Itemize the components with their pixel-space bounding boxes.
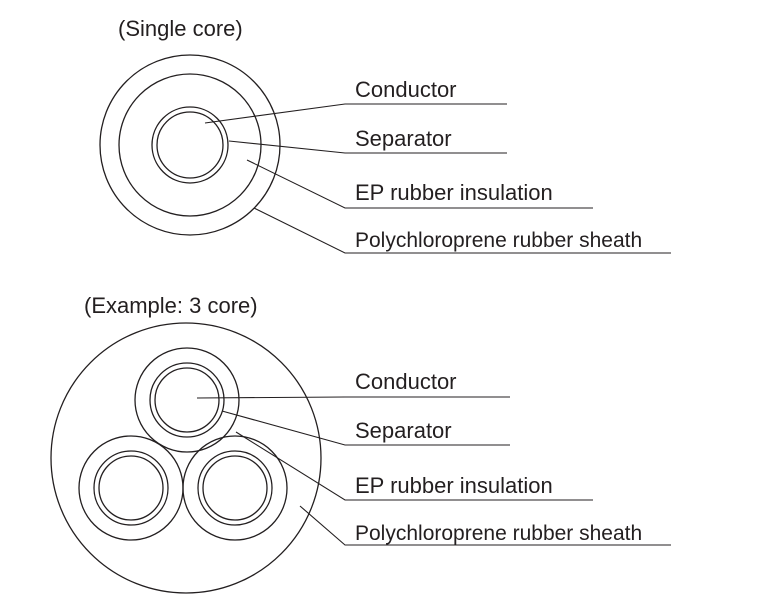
single-insulation-label: EP rubber insulation [355, 180, 553, 205]
three-core-top-conductor [154, 367, 220, 433]
three-core-title: (Example: 3 core) [84, 293, 258, 318]
single-separator-outline [151, 106, 229, 184]
three-core-right-conductor [202, 455, 268, 521]
three-core-top-separator [149, 362, 225, 438]
three-conductor-label: Conductor [355, 369, 457, 394]
single-sheath-leader [253, 207, 671, 254]
three-core-right-insulation [182, 435, 288, 541]
three-separator-label: Separator [355, 418, 452, 443]
three-sheath-outline [50, 322, 322, 594]
single-insulation-leader [246, 159, 593, 209]
single-conductor-outline [156, 111, 224, 179]
single-conductor-label: Conductor [355, 77, 457, 102]
three-core-left-conductor [98, 455, 164, 521]
single-core-title: (Single core) [118, 16, 243, 41]
single-separator-label: Separator [355, 126, 452, 151]
three-sheath-leader [299, 505, 671, 546]
single-separator-leader [228, 140, 507, 154]
single-core-section: (Single core) Conductor Separator EP rub… [99, 16, 671, 254]
three-core-section: (Example: 3 core) Conductor Separator EP… [50, 293, 671, 594]
three-insulation-leader [235, 431, 593, 501]
three-conductor-leader [196, 396, 510, 399]
three-insulation-label: EP rubber insulation [355, 473, 553, 498]
three-core-top-insulation [134, 347, 240, 453]
single-sheath-outline [99, 54, 281, 236]
single-insulation-outline [118, 73, 262, 217]
single-conductor-leader [204, 103, 507, 124]
three-core-right-separator [197, 450, 273, 526]
three-core-left-separator [93, 450, 169, 526]
three-separator-leader [221, 410, 510, 446]
three-sheath-label: Polychloroprene rubber sheath [355, 522, 642, 545]
single-sheath-label: Polychloroprene rubber sheath [355, 229, 642, 252]
